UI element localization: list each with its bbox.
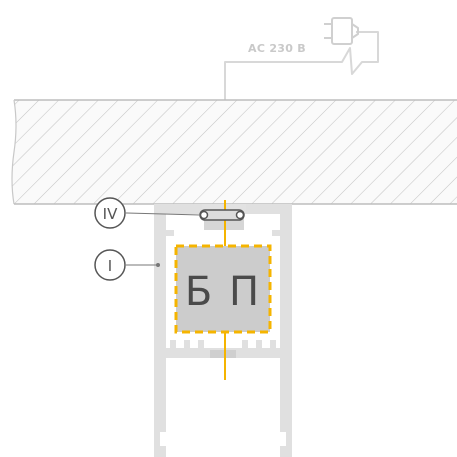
- callout-iv-label: IV: [103, 205, 118, 223]
- callout-i-label: I: [108, 257, 112, 275]
- power-supply-label: AC 230 В: [248, 42, 306, 55]
- psu-label: Б П: [185, 269, 261, 315]
- power-cable: [224, 31, 379, 200]
- callout-i: I: [94, 249, 160, 281]
- connector-element: [199, 209, 245, 221]
- callout-iv: IV: [94, 197, 201, 229]
- ceiling-slab: [11, 99, 457, 205]
- aluminum-profile: [154, 204, 292, 457]
- power-plug-icon: [324, 17, 359, 45]
- power-supply-unit: Б П: [174, 244, 272, 334]
